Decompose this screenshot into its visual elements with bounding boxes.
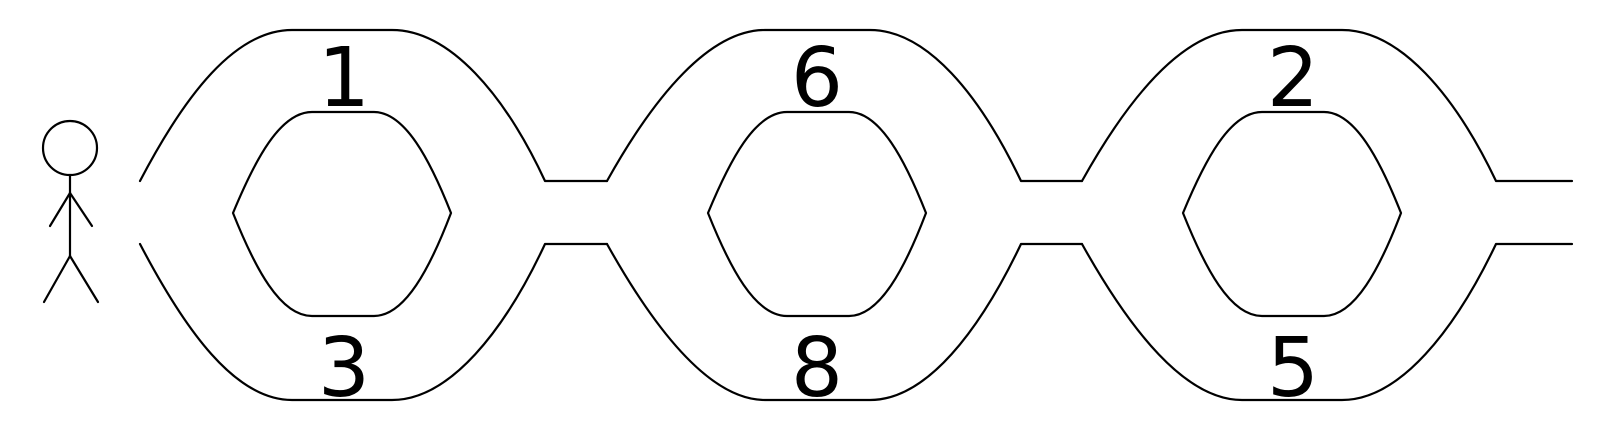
loop-2-top-number: 6	[791, 31, 843, 126]
stick-figure-head	[41, 119, 99, 177]
stick-figure-right-leg	[68, 254, 100, 304]
loop-1-outer-top-path	[138, 28, 609, 183]
loop-2: 6 8	[605, 28, 1084, 416]
loop-1-bottom-number: 3	[318, 321, 370, 416]
stick-figure-right-arm	[68, 191, 94, 228]
stick-figure-left-arm	[48, 191, 72, 228]
stick-figure	[41, 119, 100, 304]
loop-2-bottom-number: 8	[791, 321, 843, 416]
loop-3-outer-top-path	[1080, 28, 1574, 183]
loop-3-outer-bottom-path	[1080, 242, 1574, 402]
loop-2-inner-island	[706, 110, 928, 318]
loop-2-outer-top-path	[605, 28, 1084, 183]
loop-1-top-number: 1	[318, 31, 370, 126]
stick-figure-left-leg	[42, 254, 72, 304]
loop-1-inner-island	[231, 110, 453, 318]
loop-1-outer-bottom-path	[138, 242, 609, 402]
loop-3-top-number: 2	[1267, 31, 1319, 126]
loop-2-outer-bottom-path	[605, 242, 1084, 402]
loop-3-inner-island	[1181, 110, 1403, 318]
loop-3: 2 5	[1080, 28, 1574, 416]
loop-3-bottom-number: 5	[1267, 321, 1319, 416]
loop-1: 1 3	[138, 28, 609, 416]
